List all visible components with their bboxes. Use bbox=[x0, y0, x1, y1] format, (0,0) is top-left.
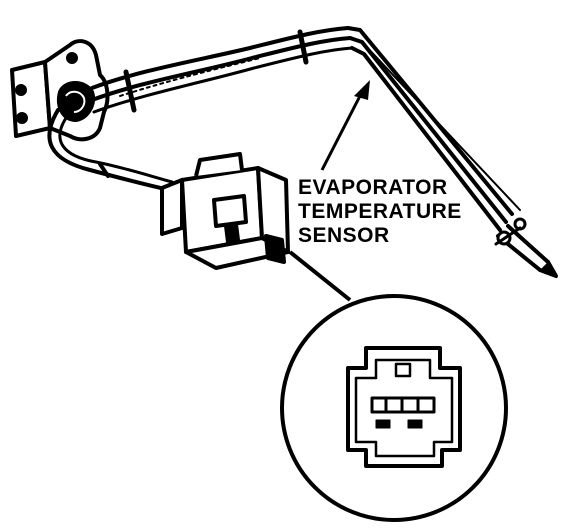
callout-line-1: EVAPORATOR bbox=[298, 176, 448, 199]
sensor-probe bbox=[346, 26, 558, 278]
sensor-callout-label: EVAPORATOR TEMPERATURE SENSOR bbox=[298, 176, 462, 247]
pigtail-wire bbox=[47, 108, 174, 192]
callout-arrow bbox=[320, 80, 370, 171]
detail-leader-line bbox=[288, 250, 352, 302]
callout-line-3: SENSOR bbox=[298, 224, 390, 247]
connector-body bbox=[160, 152, 290, 270]
mounting-bracket bbox=[10, 39, 110, 142]
connector-face-detail bbox=[280, 294, 508, 522]
wire-harness bbox=[90, 26, 354, 114]
callout-line-2: TEMPERATURE bbox=[298, 200, 462, 223]
connector-face bbox=[346, 346, 462, 468]
